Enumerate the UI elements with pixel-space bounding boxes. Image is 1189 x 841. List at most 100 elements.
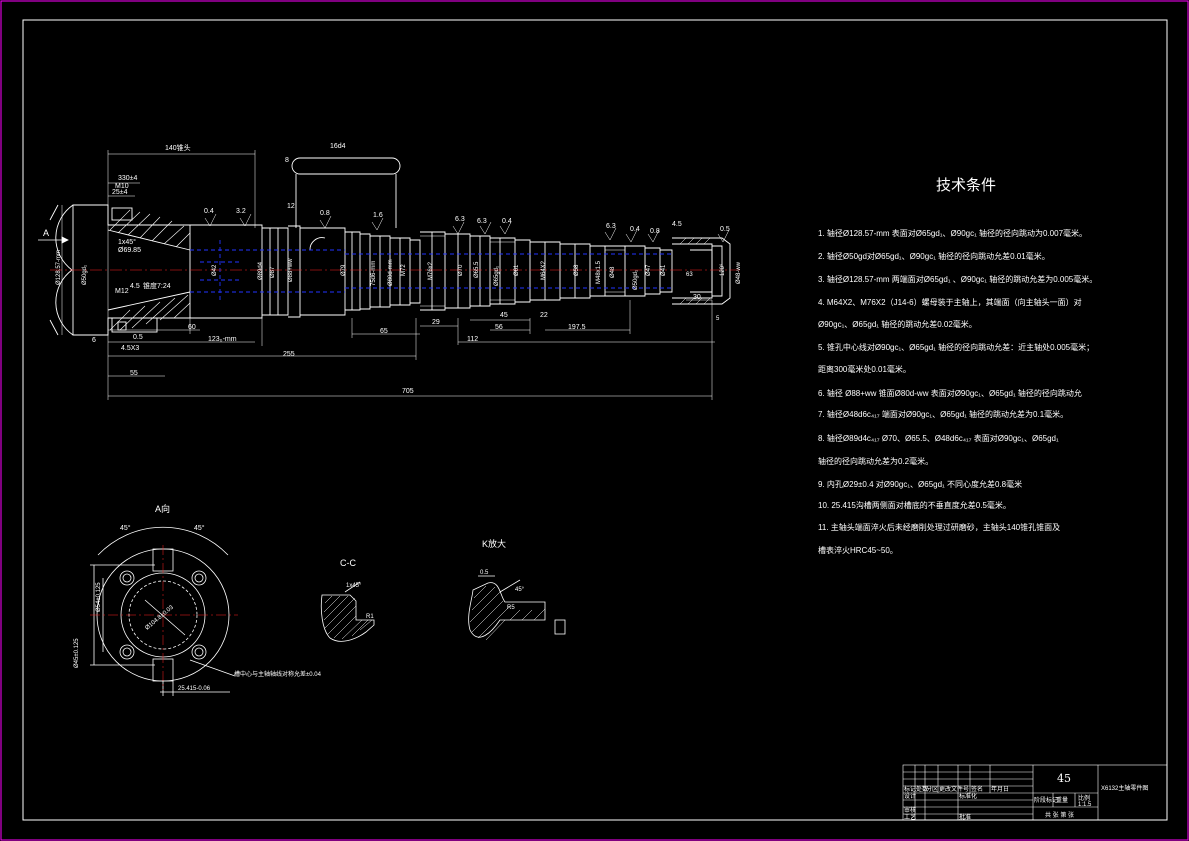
svg-text:Ø48-ww: Ø48-ww <box>736 261 742 284</box>
svg-text:3.2: 3.2 <box>236 208 246 215</box>
svg-text:30: 30 <box>693 294 701 301</box>
svg-text:16d4: 16d4 <box>330 143 346 150</box>
svg-text:Ø47: Ø47 <box>646 264 652 276</box>
svg-text:120°: 120° <box>720 263 726 276</box>
svg-text:标记: 标记 <box>904 785 916 793</box>
title-block-texts: 45 X6132主轴零件图 标记 处数 分区 更改文件号 签名 年月日 设计 标… <box>904 772 1148 821</box>
svg-text:年月日: 年月日 <box>991 785 1009 793</box>
svg-text:Ø87: Ø87 <box>270 266 276 278</box>
a-view-angle-left: 45° <box>120 524 131 532</box>
svg-text:6.3: 6.3 <box>455 216 465 223</box>
tech-note: 2. 轴径Ø50gd对Ø65gd₁、Ø90gc₁ 轴径的径向跳动允差0.01毫米… <box>818 252 1050 261</box>
svg-text:8: 8 <box>285 157 289 164</box>
svg-text:阶段标记: 阶段标记 <box>1034 796 1058 804</box>
k-detail <box>468 575 566 641</box>
c-c-chamfer: 1x45° <box>346 583 362 589</box>
svg-text:比例: 比例 <box>1078 794 1090 802</box>
svg-text:330±4: 330±4 <box>118 175 138 182</box>
tech-note: 3. 轴径Ø128.57-mm 两端面对Ø65gd₁ 、Ø90gc₁ 轴径的跳动… <box>818 275 1098 284</box>
svg-text:1:1.5: 1:1.5 <box>1078 802 1092 808</box>
svg-text:Ø88+ww: Ø88+ww <box>288 258 294 282</box>
svg-text:4.5: 4.5 <box>130 283 140 290</box>
svg-text:197.5: 197.5 <box>568 324 586 331</box>
svg-text:60: 60 <box>188 324 196 331</box>
svg-text:Ø58: Ø58 <box>574 264 580 276</box>
svg-text:Ø69.85: Ø69.85 <box>118 247 141 254</box>
svg-text:4.5X3: 4.5X3 <box>121 345 139 352</box>
main-dim-texts: 140锥头 330±4 25±4 16d4 8 12 1x45° Ø69.85 … <box>92 143 730 395</box>
svg-text:0.8: 0.8 <box>650 228 660 235</box>
tech-note: Ø90gc₁、Ø65gd₁ 轴径的跳动允差0.02毫米。 <box>818 320 977 329</box>
svg-text:处数: 处数 <box>916 785 928 793</box>
svg-text:6.3: 6.3 <box>606 223 616 230</box>
a-view-bolt-circle: Ø104.8±0.03 <box>144 604 175 631</box>
svg-text:Ø61: Ø61 <box>514 264 520 276</box>
svg-text:56: 56 <box>495 324 503 331</box>
k-detail-45: 45° <box>515 587 525 593</box>
c-c-section <box>320 581 375 642</box>
svg-text:Ø50gd₁: Ø50gd₁ <box>633 270 639 290</box>
inner-frame <box>22 19 1168 821</box>
title-block <box>902 764 1168 821</box>
svg-text:12: 12 <box>287 203 295 210</box>
svg-text:M12: M12 <box>115 288 129 295</box>
tech-note: 槽表淬火HRC45~50。 <box>818 546 898 555</box>
title-block-material: 45 <box>1057 772 1071 785</box>
a-view-title: A向 <box>155 503 170 514</box>
svg-text:标准化: 标准化 <box>959 792 977 800</box>
tech-note: 9. 内孔Ø29±0.4 对Ø90gc₁、Ø65gd₁ 不同心度允差0.8毫米 <box>818 480 1023 489</box>
svg-text:112: 112 <box>467 336 478 343</box>
svg-text:140锥头: 140锥头 <box>165 143 191 152</box>
svg-text:1x45°: 1x45° <box>118 238 136 246</box>
title-block-drawing: X6132主轴零件图 <box>1101 784 1148 792</box>
svg-text:Ø70: Ø70 <box>458 264 464 276</box>
svg-text:1.6: 1.6 <box>373 212 383 219</box>
svg-text:0.8: 0.8 <box>320 210 330 217</box>
tech-note: 10. 25.415沟槽两侧面对槽底的不垂直度允差0.5毫米。 <box>818 501 1011 510</box>
svg-text:锥度7:24: 锥度7:24 <box>143 281 171 290</box>
tech-note: 轴径的径向跳动允差为0.2毫米。 <box>818 457 934 466</box>
c-c-title: C-C <box>340 558 356 568</box>
svg-text:Ø50gd₁: Ø50gd₁ <box>82 265 88 285</box>
svg-text:工艺: 工艺 <box>904 813 916 821</box>
view-a-mark: A <box>43 228 49 238</box>
svg-text:更改文件号: 更改文件号 <box>939 785 969 793</box>
k-detail-r5: R5 <box>507 605 515 611</box>
svg-text:45: 45 <box>500 312 508 319</box>
svg-text:65: 65 <box>380 328 388 335</box>
a-view-dim-54: Ø54±0.125 <box>96 582 102 612</box>
svg-text:6: 6 <box>92 337 96 344</box>
svg-text:Ø89d4: Ø89d4 <box>258 261 264 280</box>
svg-text:0.5: 0.5 <box>133 334 143 341</box>
c-c-radius: R1 <box>366 614 374 620</box>
svg-text:705: 705 <box>402 388 414 395</box>
a-view-slot-width: 25.415-0.06 <box>178 686 211 692</box>
svg-text:分区: 分区 <box>926 785 938 793</box>
a-view-radial-note: 槽中心与主轴轴线对称允差±0.04 <box>234 670 322 678</box>
svg-text:批准: 批准 <box>959 813 971 821</box>
svg-text:M48x1.5: M48x1.5 <box>596 260 602 284</box>
svg-text:签名: 签名 <box>971 785 983 793</box>
tech-note: 距离300毫米处0.01毫米。 <box>818 365 911 374</box>
svg-text:M76x2: M76x2 <box>428 261 434 280</box>
view-a-arrow <box>38 236 69 244</box>
tech-note: 11. 主轴头端面淬火后未经磨削处理过研磨砂，主轴头140锥孔锥面及 <box>818 523 1061 532</box>
svg-text:M72: M72 <box>401 264 407 276</box>
svg-text:22: 22 <box>540 312 548 319</box>
svg-text:Ø41: Ø41 <box>661 264 667 276</box>
svg-text:Ø79: Ø79 <box>341 264 347 276</box>
svg-text:设计: 设计 <box>904 792 916 800</box>
tech-note: 8. 轴径Ø89d4c₄₁₇ Ø70、Ø65.5、Ø48d6c₄₁₇ 表面对Ø9… <box>818 434 1059 443</box>
svg-text:Ø42: Ø42 <box>212 264 218 276</box>
svg-text:5: 5 <box>716 316 720 322</box>
tech-note: 6. 轴径 Ø88+ww 锥面Ø80d-ww 表面对Ø90gc₁、Ø65gd₁ … <box>818 389 1082 398</box>
dimension-lines <box>61 150 730 400</box>
tech-note: 1. 轴径Ø128.57-mm 表面对Ø65gd₁、Ø90gc₁ 轴径的径向跳动… <box>818 229 1088 238</box>
svg-text:Ø128.57-mm: Ø128.57-mm <box>56 250 62 285</box>
svg-text:Ø65.5: Ø65.5 <box>474 261 480 278</box>
svg-text:Ø80d-mm: Ø80d-mm <box>388 259 394 286</box>
svg-text:审核: 审核 <box>904 806 916 814</box>
tech-note: 5. 锥孔中心线对Ø90gc₁、Ø65gd₁ 轴径的径向跳动允差：近主轴处0.0… <box>818 343 1095 352</box>
